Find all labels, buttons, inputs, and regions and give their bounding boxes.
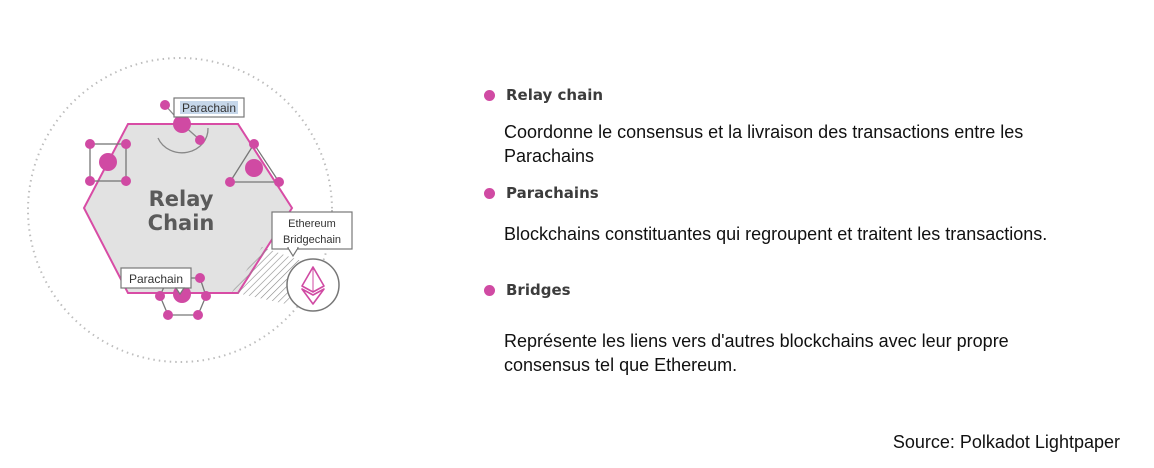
legend-description-relay-chain: Coordonne le consensus et la livraison d… bbox=[504, 122, 1024, 166]
parachain-top-callout: Parachain bbox=[173, 97, 245, 118]
source-label: Source: bbox=[892, 432, 955, 452]
legend-title-parachains: Parachains bbox=[506, 184, 599, 202]
legend-description-parachains: Blockchains constituantes qui regroupent… bbox=[504, 224, 1048, 244]
network-boundary-ring bbox=[27, 57, 333, 363]
parachain-bottom-callout: Parachain bbox=[120, 267, 192, 296]
relay-chain-diagram: Relay Chain Parachain Parachain Ethereum… bbox=[27, 57, 353, 363]
bullet-dot-icon bbox=[484, 188, 495, 199]
ethereum-icon bbox=[301, 266, 325, 305]
parachain-top bbox=[157, 100, 209, 154]
bullet-dot-icon bbox=[484, 90, 495, 101]
relay-chain-label-line2: Chain bbox=[148, 211, 215, 235]
legend-title-relay-chain: Relay chain bbox=[506, 86, 604, 104]
parachain-right bbox=[225, 139, 284, 187]
ethereum-bridge-node bbox=[286, 258, 340, 312]
relay-chain-label-line1: Relay bbox=[149, 187, 214, 211]
bridge-label-line2: Bridgechain bbox=[283, 234, 341, 246]
parachain-bottom-label: Parachain bbox=[129, 272, 183, 286]
source-credit: Source: Polkadot Lightpaper bbox=[893, 432, 1120, 453]
bullet-dot-icon bbox=[484, 285, 495, 296]
bridge-callout: Ethereum Bridgechain bbox=[271, 211, 353, 258]
bridge-label-line1: Ethereum bbox=[288, 218, 336, 230]
parachain-left bbox=[85, 139, 131, 186]
source-value: Polkadot Lightpaper bbox=[959, 432, 1120, 452]
parachain-top-label: Parachain bbox=[182, 101, 236, 115]
legend-title-bridges: Bridges bbox=[506, 281, 571, 299]
legend-description-bridges: Représente les liens vers d'autres block… bbox=[504, 331, 1009, 375]
